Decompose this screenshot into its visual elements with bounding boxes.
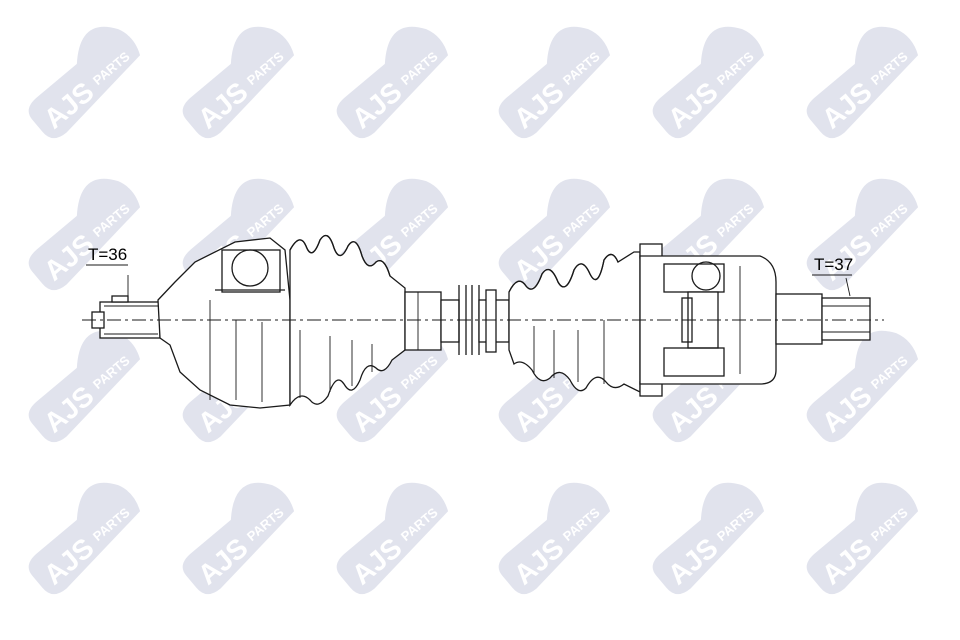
left-teeth-label: T=36 — [88, 245, 127, 264]
right-teeth-label: T=37 — [814, 255, 853, 274]
shaft-bar-right — [471, 285, 510, 355]
left-teeth-label-group: T=36 — [86, 245, 128, 266]
right-spline-stub — [775, 277, 871, 345]
left-spline-stub — [91, 275, 161, 339]
right-teeth-label-group: T=37 — [812, 255, 853, 276]
outer-cv-joint — [157, 237, 291, 409]
shaft-bar-left — [404, 285, 467, 355]
inner-boot — [508, 251, 641, 394]
drive-shaft-assembly — [82, 234, 884, 409]
left-boot — [235, 234, 406, 408]
